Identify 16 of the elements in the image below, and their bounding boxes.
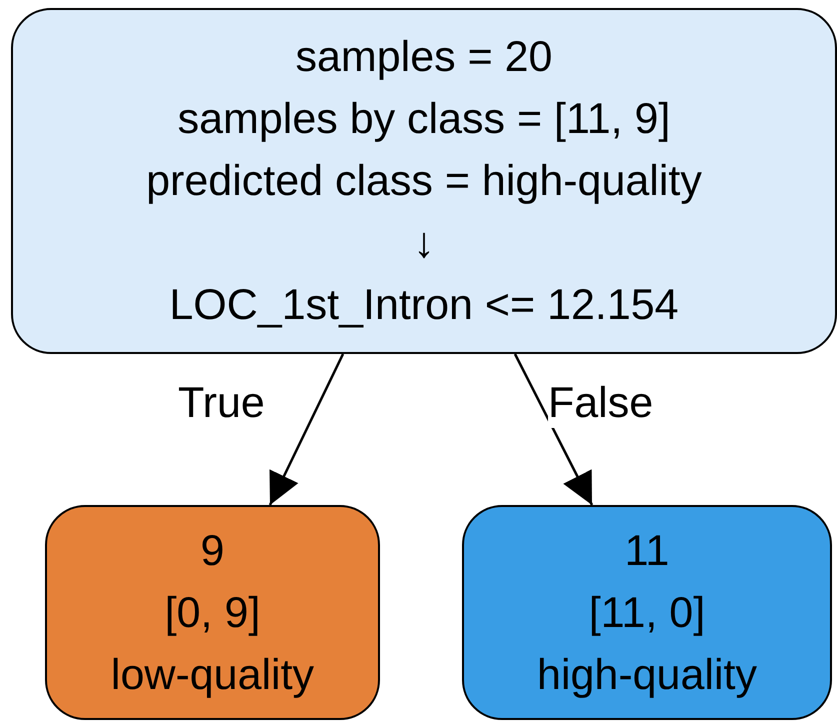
node-text: [0, 9]	[164, 588, 260, 638]
node-text: ↓	[413, 218, 435, 269]
node-text: predicted class = high-quality	[146, 156, 702, 207]
node-text: [11, 0]	[588, 588, 706, 638]
node-text: low-quality	[110, 650, 314, 700]
node-text: samples by class = [11, 9]	[178, 94, 670, 145]
node-text: samples = 20	[296, 32, 552, 83]
arrow	[268, 353, 344, 506]
node-text: high-quality	[537, 650, 757, 700]
node-text: 9	[200, 526, 224, 576]
node-text: 11	[624, 526, 670, 576]
arrow	[514, 353, 594, 506]
leaf-node-box	[462, 505, 832, 720]
node-text: LOC_1st_Intron <= 12.154	[169, 280, 679, 331]
split-node-box	[11, 8, 837, 354]
leaf-node-box	[45, 505, 380, 720]
